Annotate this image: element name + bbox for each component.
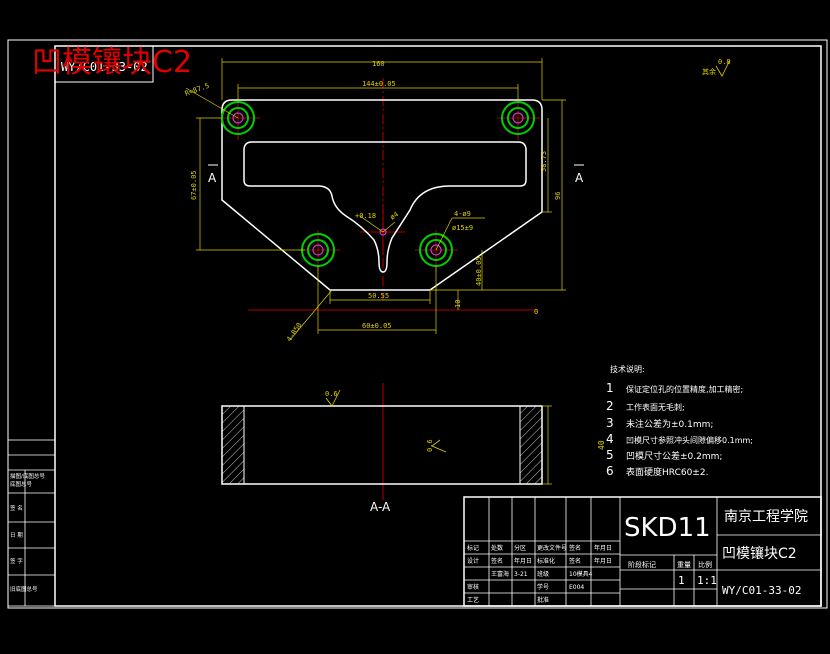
dim-section-height: 40 <box>597 440 606 450</box>
tech-note-num-4: 4 <box>606 432 614 446</box>
dim-hole-spacing-top: 144±0.05 <box>362 80 396 88</box>
hole-top-right <box>501 101 535 135</box>
roughness-other-value: 0.8 <box>718 58 731 66</box>
drawing-number-top: WY/C01-33-02 <box>61 60 148 74</box>
school-name: 南京工程学院 <box>724 509 808 525</box>
left-strip-label-5: 签 字 <box>10 557 23 565</box>
tech-note-5: 凹模尺寸公差±0.2mm; <box>626 450 722 462</box>
row2-5: 年月日 <box>594 557 612 565</box>
weight-label: 重量 <box>677 561 691 569</box>
hdr-4: 签名 <box>569 544 581 552</box>
process-label: 工艺 <box>467 596 479 604</box>
roughness-top: 0.6 <box>325 390 338 398</box>
tech-note-num-6: 6 <box>606 464 614 478</box>
scale: 1:1 <box>697 574 717 587</box>
left-strip-label-4: 日 期 <box>10 532 23 539</box>
part-name: 凹模镶块C2 <box>722 545 797 562</box>
designer: 王富海 <box>491 570 509 578</box>
plate-outline <box>221 99 543 291</box>
hdr-1: 处数 <box>491 544 503 552</box>
approve-label: 审核 <box>467 583 479 591</box>
inner-frame <box>54 45 822 607</box>
tech-note-2: 工作表面无毛刺; <box>626 402 685 412</box>
dimension-lines <box>185 58 566 341</box>
center-pin-hole <box>379 228 387 236</box>
row2-3: 标准化 <box>537 557 555 565</box>
tech-note-num-2: 2 <box>606 399 614 413</box>
die-cavity <box>243 141 527 273</box>
design-date: 3-21 <box>514 571 528 578</box>
section-view-label: A-A <box>370 500 391 514</box>
drawing-number: WY/C01-33-02 <box>722 584 801 597</box>
dim-right-a: 58.73 <box>540 151 548 172</box>
student-value: E004 <box>569 584 584 591</box>
title-block-grid <box>463 496 822 607</box>
dim-origin-mark: 0 <box>534 308 538 316</box>
outer-frame <box>7 39 828 609</box>
ratify-label: 批准 <box>537 596 549 604</box>
dim-hole-spacing-bottom: 60±0.05 <box>362 322 392 330</box>
class-label: 班级 <box>537 570 549 578</box>
roughness-other-symbol: 其余 0.8 <box>702 58 731 77</box>
left-strip-label-1: 描图/底图总号 <box>10 472 45 480</box>
dim-corner-radius: R=87.5 <box>184 82 211 98</box>
row2-4: 签名 <box>569 557 581 565</box>
roughness-side: 0.6 <box>426 439 434 452</box>
dim-hole-spec-2: ø15±9 <box>452 224 473 232</box>
tech-notes-heading: 技术说明: <box>610 364 645 374</box>
dim-center-dia: ø4 <box>389 210 401 221</box>
tech-notes: 技术说明: 1 保证定位孔的位置精度,加工精密; 2 工作表面无毛刺; 3 未注… <box>606 364 753 478</box>
row2-1: 签名 <box>491 557 503 565</box>
row2-2: 年月日 <box>514 557 532 565</box>
section-view <box>221 389 552 485</box>
dim-small: 10 <box>454 300 462 308</box>
scale-label: 比例 <box>698 560 712 569</box>
hdr-5: 年月日 <box>594 544 612 552</box>
left-strip-label-3: 签 名 <box>10 504 23 512</box>
left-strip-table <box>7 439 56 607</box>
dim-hole-spec-1: 4-ø9 <box>454 210 471 218</box>
roughness-other-label: 其余 <box>702 67 716 76</box>
section-label-right: A <box>575 171 584 185</box>
material: SKD11 <box>624 513 711 543</box>
drawing-number-box <box>54 45 154 83</box>
tech-note-num-3: 3 <box>606 416 614 430</box>
quantity: 1 <box>678 574 685 587</box>
section-label-left: A <box>208 171 217 185</box>
dim-left-height: 67±0.05 <box>190 170 198 200</box>
hdr-0: 标记 <box>467 544 479 552</box>
dim-center-height: 40±0.05 <box>475 256 483 286</box>
left-strip-label-2: 底图总号 <box>10 480 33 488</box>
tech-note-4: 凹模尺寸参照冲头间隙偏移0.1mm; <box>626 435 753 445</box>
tech-note-1: 保证定位孔的位置精度,加工精密; <box>626 384 743 394</box>
tech-note-num-5: 5 <box>606 448 614 462</box>
dim-center-tol: +0.18 <box>355 212 376 220</box>
class-value: 10模具4 <box>569 570 593 578</box>
row2-0: 设计 <box>467 557 479 565</box>
hdr-3: 更改文件号 <box>537 544 567 552</box>
dim-bottom-flat: 50.55 <box>368 292 389 300</box>
dim-angle: 4-R50 <box>285 321 304 343</box>
stage-label: 阶段标记 <box>628 560 656 569</box>
left-strip-label-6: 旧底图总号 <box>10 585 38 593</box>
hdr-2: 分区 <box>514 544 526 552</box>
student-label: 学号 <box>537 583 549 591</box>
dim-right-b: 96 <box>554 192 562 200</box>
title-overlay: 凹模镶块C2 <box>32 45 192 80</box>
tech-note-3: 未注公差为±0.1mm; <box>626 418 713 430</box>
tech-note-num-1: 1 <box>606 381 614 395</box>
tech-note-6: 表面硬度HRC60±2. <box>626 466 708 478</box>
title-block-cells: 标记 处数 分区 更改文件号 签名 年月日 设计 签名 年月日 标准化 签名 年… <box>467 544 612 604</box>
dim-overall-width: 160 <box>372 60 385 68</box>
